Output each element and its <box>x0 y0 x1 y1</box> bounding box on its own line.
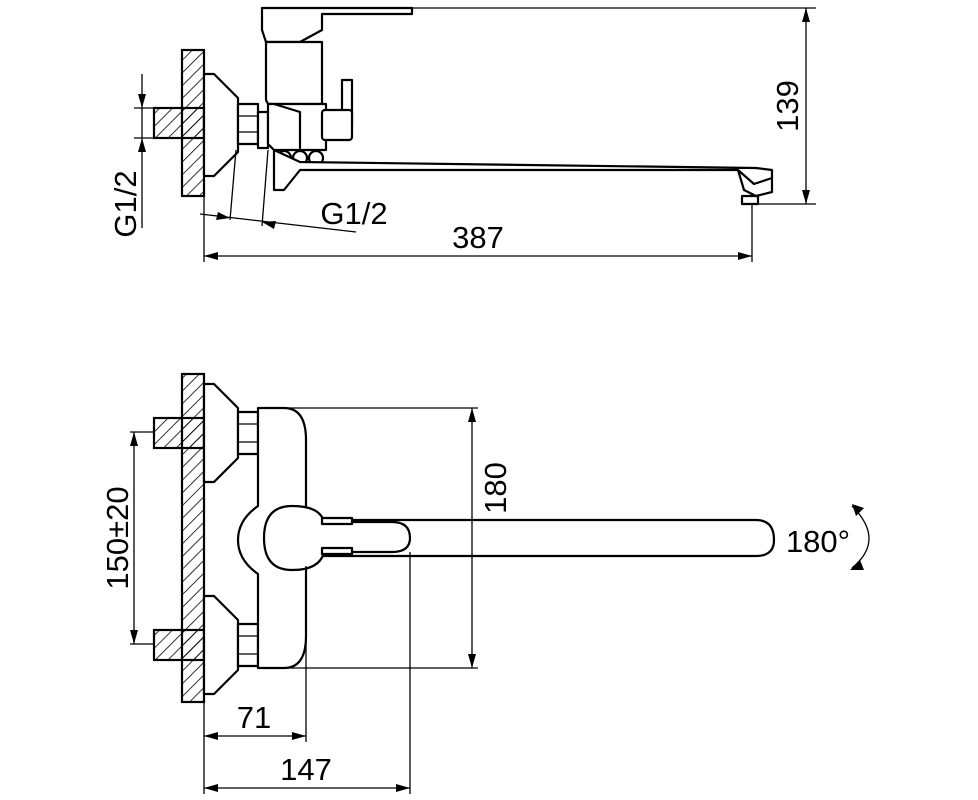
side-escutcheon <box>202 72 240 178</box>
top-center-distance-label: 150±20 <box>100 486 135 589</box>
side-aerator <box>740 194 760 206</box>
side-cartridge-body <box>264 40 324 106</box>
top-handle <box>262 504 412 572</box>
side-inlet-pipe <box>152 106 206 140</box>
top-view: 150±20 180 71 147 180° <box>100 372 870 794</box>
side-height-label: 139 <box>770 80 805 132</box>
top-lower-pipe <box>152 628 206 662</box>
side-spout <box>272 148 774 192</box>
side-eccentric <box>256 110 270 150</box>
top-body-height-label: 180 <box>478 462 513 514</box>
side-view: 139 387 G1/2 G1/2 <box>108 6 816 262</box>
top-offset-large-label: 147 <box>280 752 332 787</box>
top-offset-small-label: 71 <box>237 700 271 735</box>
top-upper-pipe <box>152 416 206 450</box>
rotation-arc <box>851 505 870 569</box>
side-thread-vertical-label: G1/2 <box>108 170 143 237</box>
side-thread-horizontal-label: G1/2 <box>320 196 387 231</box>
top-spout <box>318 518 776 558</box>
top-rotation-label: 180° <box>786 524 850 559</box>
side-lever-handle <box>260 6 414 44</box>
top-wall <box>180 372 206 704</box>
side-width-label: 387 <box>452 220 504 255</box>
side-hex-nut <box>236 102 260 146</box>
